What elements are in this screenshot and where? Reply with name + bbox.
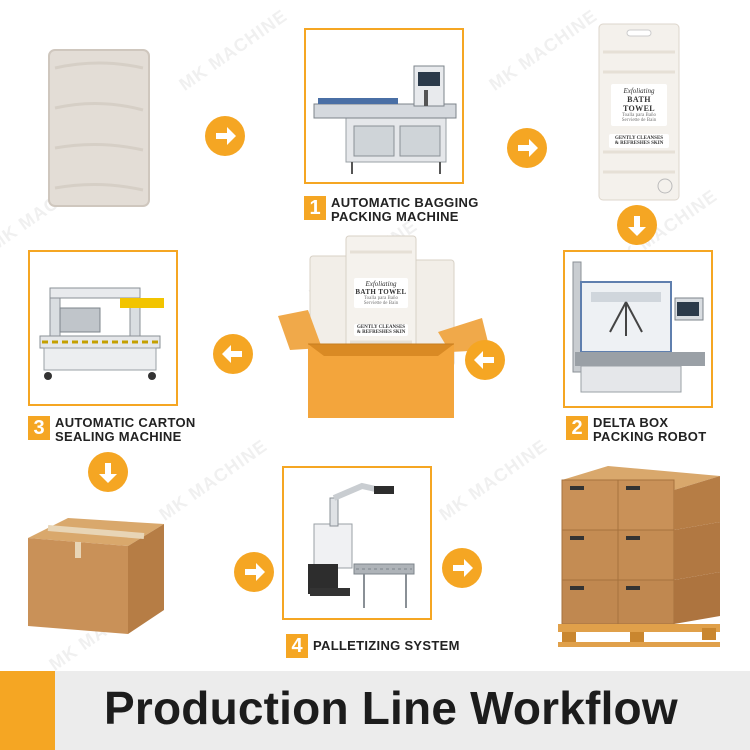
- delta-robot-frame: [563, 250, 713, 408]
- step-3-title-line2: SEALING MACHINE: [55, 430, 196, 444]
- arrow-down-icon: [88, 452, 128, 492]
- watermark: MK MACHINE: [435, 435, 551, 525]
- footer-banner: Production Line Workflow: [0, 671, 750, 750]
- arrow-right-icon: [234, 552, 274, 592]
- center-bag-product-name: BATH TOWEL: [354, 288, 408, 296]
- watermark: MK MACHINE: [175, 5, 291, 95]
- step-2-title-line1: DELTA BOX: [593, 416, 706, 430]
- step-2-number: 2: [566, 416, 588, 440]
- arrow-right-icon: [442, 548, 482, 588]
- step-1-number: 1: [304, 196, 326, 220]
- arrow-down-icon: [617, 205, 657, 245]
- arrow-right-icon: [205, 116, 245, 156]
- bag-product-name: BATH TOWEL: [611, 95, 667, 113]
- watermark: MK MACHINE: [485, 5, 601, 95]
- step-4-label: 4 PALLETIZING SYSTEM: [286, 634, 460, 658]
- arrow-left-icon: [465, 340, 505, 380]
- center-bag-subtitle-2: Serviette de Bain: [354, 301, 408, 306]
- step-4-title-line1: PALLETIZING SYSTEM: [313, 639, 460, 653]
- step-1-title-line1: AUTOMATIC BAGGING: [331, 196, 479, 210]
- page-title: Production Line Workflow: [104, 681, 678, 735]
- step-3-title-line1: AUTOMATIC CARTON: [55, 416, 196, 430]
- bagging-machine-frame: [304, 28, 464, 184]
- towel-image: [45, 48, 153, 208]
- step-2-label: 2 DELTA BOX PACKING ROBOT: [566, 416, 706, 444]
- step-1-label: 1 AUTOMATIC BAGGING PACKING MACHINE: [304, 196, 479, 224]
- center-bag-claim-2: & REFRESHES SKIN: [354, 330, 408, 335]
- center-bag-brand-line: Exfoliating: [354, 280, 408, 288]
- bag-brand-line: Exfoliating: [611, 87, 667, 95]
- step-2-title-line2: PACKING ROBOT: [593, 430, 706, 444]
- arrow-right-icon: [507, 128, 547, 168]
- carton-sealing-machine-frame: [28, 250, 178, 406]
- step-3-number: 3: [28, 416, 50, 440]
- step-3-label: 3 AUTOMATIC CARTON SEALING MACHINE: [28, 416, 196, 444]
- bag-subtitle-2: Serviette de Bain: [611, 118, 667, 123]
- sealed-carton-image: [24, 514, 166, 636]
- step-1-title-line2: PACKING MACHINE: [331, 210, 479, 224]
- palletizing-system-frame: [282, 466, 432, 620]
- bag-claim-2: & REFRESHES SKIN: [609, 141, 669, 146]
- arrow-left-icon: [213, 334, 253, 374]
- box-with-towels-image: Exfoliating BATH TOWEL Toalla para Baño …: [268, 232, 492, 422]
- pallet-cartons-image: [556, 462, 726, 648]
- step-4-number: 4: [286, 634, 308, 658]
- watermark: MK MACHINE: [155, 435, 271, 525]
- bagged-towel-image: Exfoliating BATH TOWEL Toalla para Baño …: [597, 22, 681, 202]
- footer-accent-bar: [0, 671, 55, 750]
